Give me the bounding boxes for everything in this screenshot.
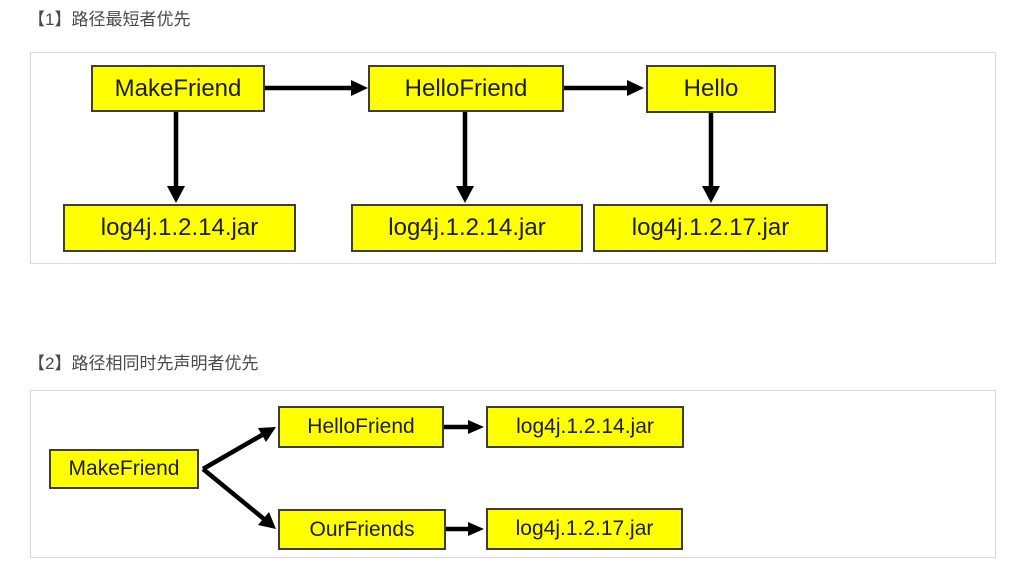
diagram2-panel: MakeFriend HelloFriend OurFriends log4j.… bbox=[30, 390, 996, 558]
diagram1-arrows bbox=[167, 80, 720, 203]
node-log4j-1-2-17-jar: log4j.1.2.17.jar bbox=[593, 204, 828, 252]
node-log4j-1-2-14-jar: log4j.1.2.14.jar bbox=[351, 204, 583, 252]
node-hello: Hello bbox=[646, 65, 776, 113]
node-log4j-1-2-17-jar: log4j.1.2.17.jar bbox=[486, 508, 683, 550]
diagram2-arrows bbox=[201, 420, 484, 536]
node-log4j-1-2-14-jar: log4j.1.2.14.jar bbox=[486, 406, 684, 448]
node-makefriend: MakeFriend bbox=[91, 65, 265, 112]
diagram1-panel: MakeFriend HelloFriend Hello log4j.1.2.1… bbox=[30, 52, 996, 264]
node-log4j-1-2-14-jar: log4j.1.2.14.jar bbox=[63, 204, 296, 252]
section2-heading: 【2】路径相同时先声明者优先 bbox=[28, 354, 259, 373]
node-hellofriend: HelloFriend bbox=[278, 406, 444, 448]
section1-heading: 【1】路径最短者优先 bbox=[28, 10, 191, 29]
node-ourfriends: OurFriends bbox=[278, 509, 446, 550]
node-hellofriend: HelloFriend bbox=[368, 65, 564, 112]
node-makefriend: MakeFriend bbox=[49, 449, 199, 489]
